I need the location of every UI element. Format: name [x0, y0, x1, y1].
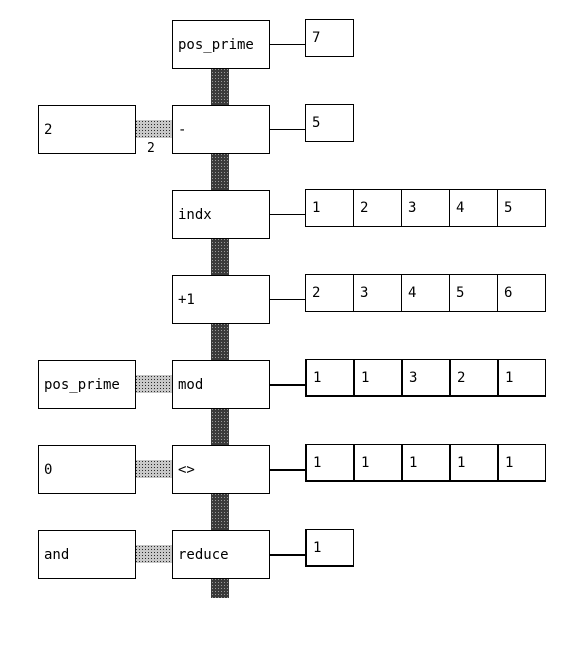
op-label: reduce: [178, 546, 229, 563]
arg-not-equal[interactable]: 0: [38, 445, 136, 494]
result-pos-prime: 7: [305, 19, 354, 57]
result-cell: 3: [353, 274, 402, 312]
result-connector: [269, 554, 306, 556]
pipe-segment: [211, 153, 229, 191]
result-connector: [269, 469, 306, 471]
result-cell: 1: [449, 444, 498, 482]
result-cell: 3: [401, 189, 450, 227]
op-label: indx: [178, 206, 212, 223]
result-cell: 4: [401, 274, 450, 312]
result-cell: 2: [305, 274, 354, 312]
op-mod[interactable]: mod: [172, 360, 270, 409]
pipe-segment: [211, 408, 229, 446]
arg-value-label: 2: [147, 141, 155, 156]
op-label: pos_prime: [178, 36, 254, 53]
result-cell: 1: [353, 444, 402, 482]
arg-label: and: [44, 546, 70, 563]
result-cell: 3: [401, 359, 450, 397]
pipe-output-segment: [211, 578, 229, 598]
result-reduce: 1: [305, 529, 354, 567]
pipe-segment: [211, 238, 229, 276]
op-label: -: [178, 121, 187, 138]
result-cell: 2: [449, 359, 498, 397]
result-cell: 1: [497, 444, 546, 482]
result-cell: 1: [353, 359, 402, 397]
result-cell: 1: [305, 529, 354, 567]
result-connector: [269, 129, 306, 130]
result-connector: [269, 384, 306, 386]
arg-reduce[interactable]: and: [38, 530, 136, 579]
arg-label: pos_prime: [44, 376, 120, 393]
arg-connector: [135, 120, 173, 138]
result-cell: 4: [449, 189, 498, 227]
op-minus[interactable]: -: [172, 105, 270, 154]
op-reduce[interactable]: reduce: [172, 530, 270, 579]
arg-connector: [135, 375, 173, 393]
op-label: +1: [178, 291, 195, 308]
op-label: mod: [178, 376, 204, 393]
arg-label: 2: [44, 121, 53, 138]
arg-minus[interactable]: 2: [38, 105, 136, 154]
result-cell: 5: [497, 189, 546, 227]
result-cell: 1: [401, 444, 450, 482]
result-cell: 1: [305, 444, 354, 482]
pipe-segment: [211, 68, 229, 106]
op-pos-prime[interactable]: pos_prime: [172, 20, 270, 69]
arg-connector: [135, 545, 173, 563]
result-minus: 5: [305, 104, 354, 142]
result-connector: [269, 299, 306, 300]
op-not-equal[interactable]: <>: [172, 445, 270, 494]
result-cell: 2: [353, 189, 402, 227]
result-connector: [269, 214, 306, 215]
pipe-segment: [211, 323, 229, 361]
result-cell: 5: [305, 104, 354, 142]
result-cell: 7: [305, 19, 354, 57]
arg-label: 0: [44, 461, 53, 478]
op-plus-one[interactable]: +1: [172, 275, 270, 324]
result-cell: 6: [497, 274, 546, 312]
op-label: <>: [178, 461, 195, 478]
result-cell: 1: [497, 359, 546, 397]
result-cell: 1: [305, 359, 354, 397]
arg-connector: [135, 460, 173, 478]
result-cell: 5: [449, 274, 498, 312]
arg-mod[interactable]: pos_prime: [38, 360, 136, 409]
pipe-segment: [211, 493, 229, 531]
op-indx[interactable]: indx: [172, 190, 270, 239]
result-cell: 1: [305, 189, 354, 227]
result-connector: [269, 44, 306, 45]
